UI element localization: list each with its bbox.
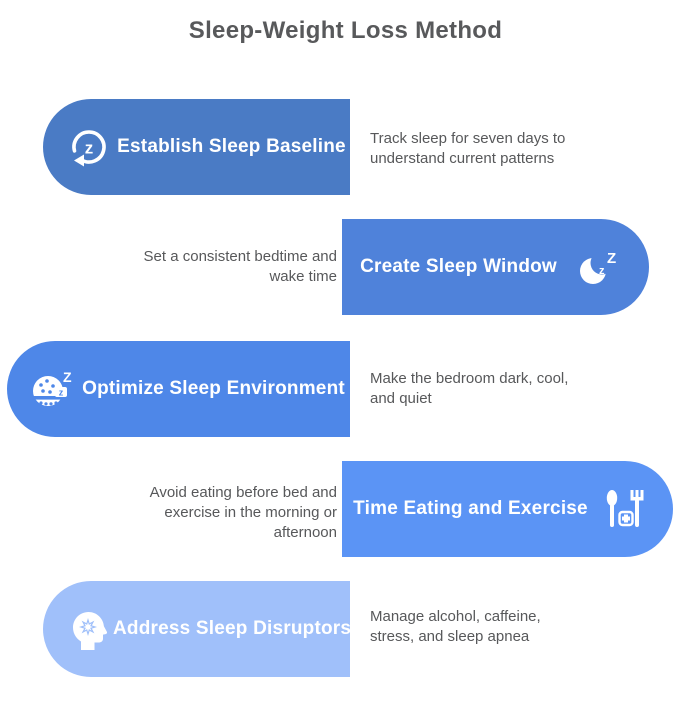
step-5-description: Manage alcohol, caffeine, stress, and sl… [370,608,541,645]
moon-zz-icon: z Z [580,250,616,284]
page-title: Sleep-Weight Loss Method [188,17,503,44]
step-1-title: Establish Sleep Baseline [117,136,346,157]
sleeping-zz-icon: z Z [31,369,72,406]
step-4-card: Time Eating and Exercise [339,458,676,560]
svg-text:Z: Z [63,369,72,385]
step-3-card: z Z Optimize Sleep Environment [4,338,353,440]
step-4-description: Avoid eating before bed and exercise in … [149,484,337,541]
step-2-title: Create Sleep Window [360,256,557,277]
svg-text:z: z [85,139,94,158]
svg-text:z: z [599,265,605,277]
step-3-title: Optimize Sleep Environment [82,378,345,399]
sleep-cycle-icon: z [72,130,106,167]
step-2-card: Create Sleep Window z Z [339,216,652,318]
step-2-description: Set a consistent bedtime and wake time [143,248,337,285]
svg-text:z: z [59,388,64,398]
step-5-title: Address Sleep Disruptors [113,618,352,639]
step-1-card: z Establish Sleep Baseline [40,96,353,198]
step-1-description: Track sleep for seven days to understand… [370,130,566,167]
step-4-title: Time Eating and Exercise [353,498,588,519]
step-3-description: Make the bedroom dark, cool, and quiet [370,370,569,407]
svg-text:Z: Z [607,250,616,267]
step-5-card: Address Sleep Disruptors [40,578,353,680]
utensils-plus-icon [606,490,644,527]
head-star-icon [73,612,108,650]
